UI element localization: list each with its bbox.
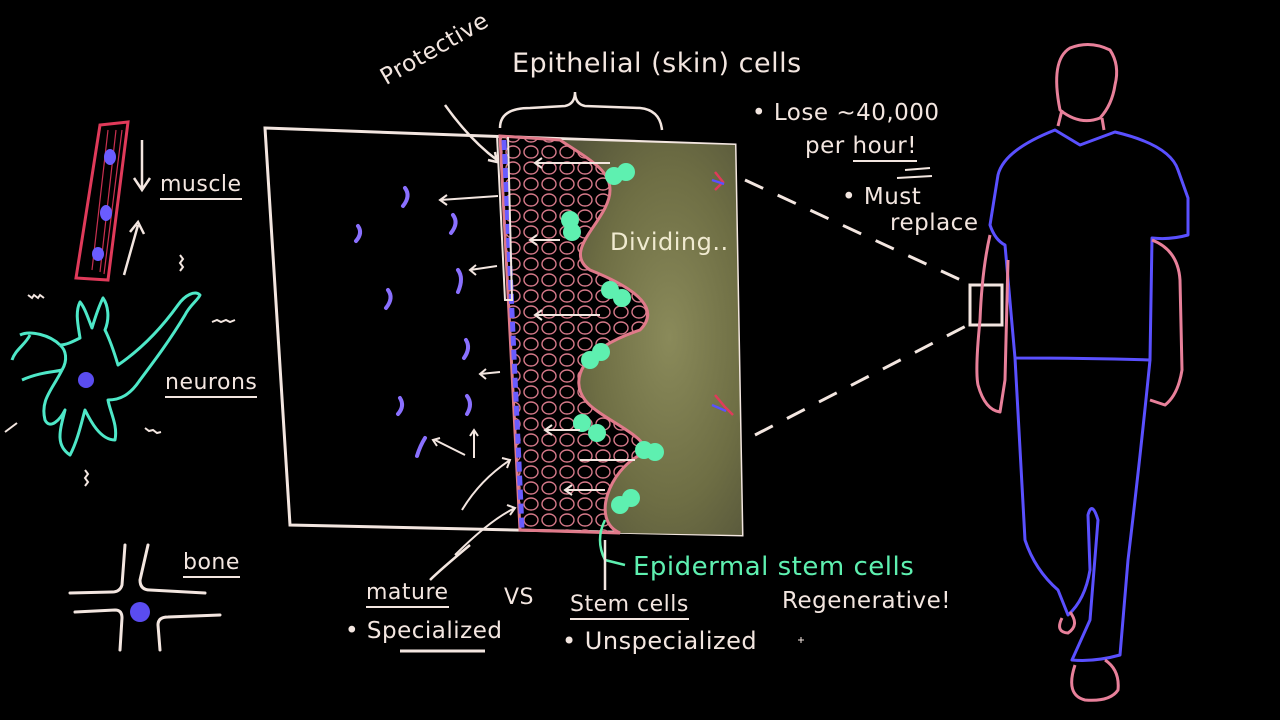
blood-vessel-icons	[711, 171, 734, 416]
must-line1: Must	[863, 184, 922, 210]
shed-cell-icons	[354, 186, 472, 458]
muscle-cell-icon	[74, 120, 130, 282]
neurons-label: neurons	[165, 370, 258, 398]
dividing-label: Dividing..	[610, 228, 729, 256]
regenerative-label: Regenerative!	[782, 588, 952, 614]
vs-label: VS	[504, 585, 535, 610]
cursor-crosshair-icon	[798, 637, 804, 643]
person-figure-icon	[975, 43, 1190, 702]
protective-arrow-icon	[443, 104, 499, 164]
per-prefix: per	[805, 133, 853, 159]
bone-nucleus-icon	[130, 602, 150, 622]
unspecialized-label: • Unspecialized	[562, 627, 758, 655]
bone-cell-icon	[68, 543, 222, 652]
contraction-arrows-icon	[122, 140, 152, 276]
zoom-box-icon	[968, 283, 1004, 327]
page-title: Epithelial (skin) cells	[512, 48, 802, 79]
mature-pointer-icon	[429, 544, 471, 581]
migration-arrows-icon	[528, 157, 635, 496]
shedding-arrows-icon	[431, 194, 517, 556]
zoom-lines-icon	[744, 178, 969, 437]
neuron-icon	[10, 291, 202, 457]
specialized-label: • Specialized	[345, 618, 503, 644]
emphasis-underline	[896, 167, 933, 179]
lose-rate-line1: Lose ~40,000	[773, 100, 940, 126]
must-label: • Must	[842, 184, 922, 210]
curly-brace-icon	[498, 91, 664, 131]
stem-cell-icons	[561, 163, 664, 514]
specialized-text: Specialized	[366, 618, 503, 644]
hour-emphasis: hour!	[852, 133, 917, 162]
stem-cells-label: Stem cells	[570, 592, 689, 620]
dermis-region	[560, 140, 742, 535]
signal-marks-icon	[4, 254, 236, 487]
mature-label: mature	[366, 580, 449, 608]
lose-rate-label: • Lose ~40,000	[752, 100, 940, 126]
neuron-nucleus-icon	[78, 372, 94, 388]
protective-bracket	[496, 134, 514, 301]
dead-cell-layer	[501, 139, 525, 529]
replace-label: replace	[890, 210, 979, 236]
epidermal-stem-cells-label: Epidermal stem cells	[633, 552, 915, 582]
muscle-label: muscle	[160, 172, 242, 200]
bone-label: bone	[183, 550, 240, 578]
unspecialized-text: Unspecialized	[584, 627, 758, 655]
per-hour-label: per hour!	[805, 133, 917, 162]
